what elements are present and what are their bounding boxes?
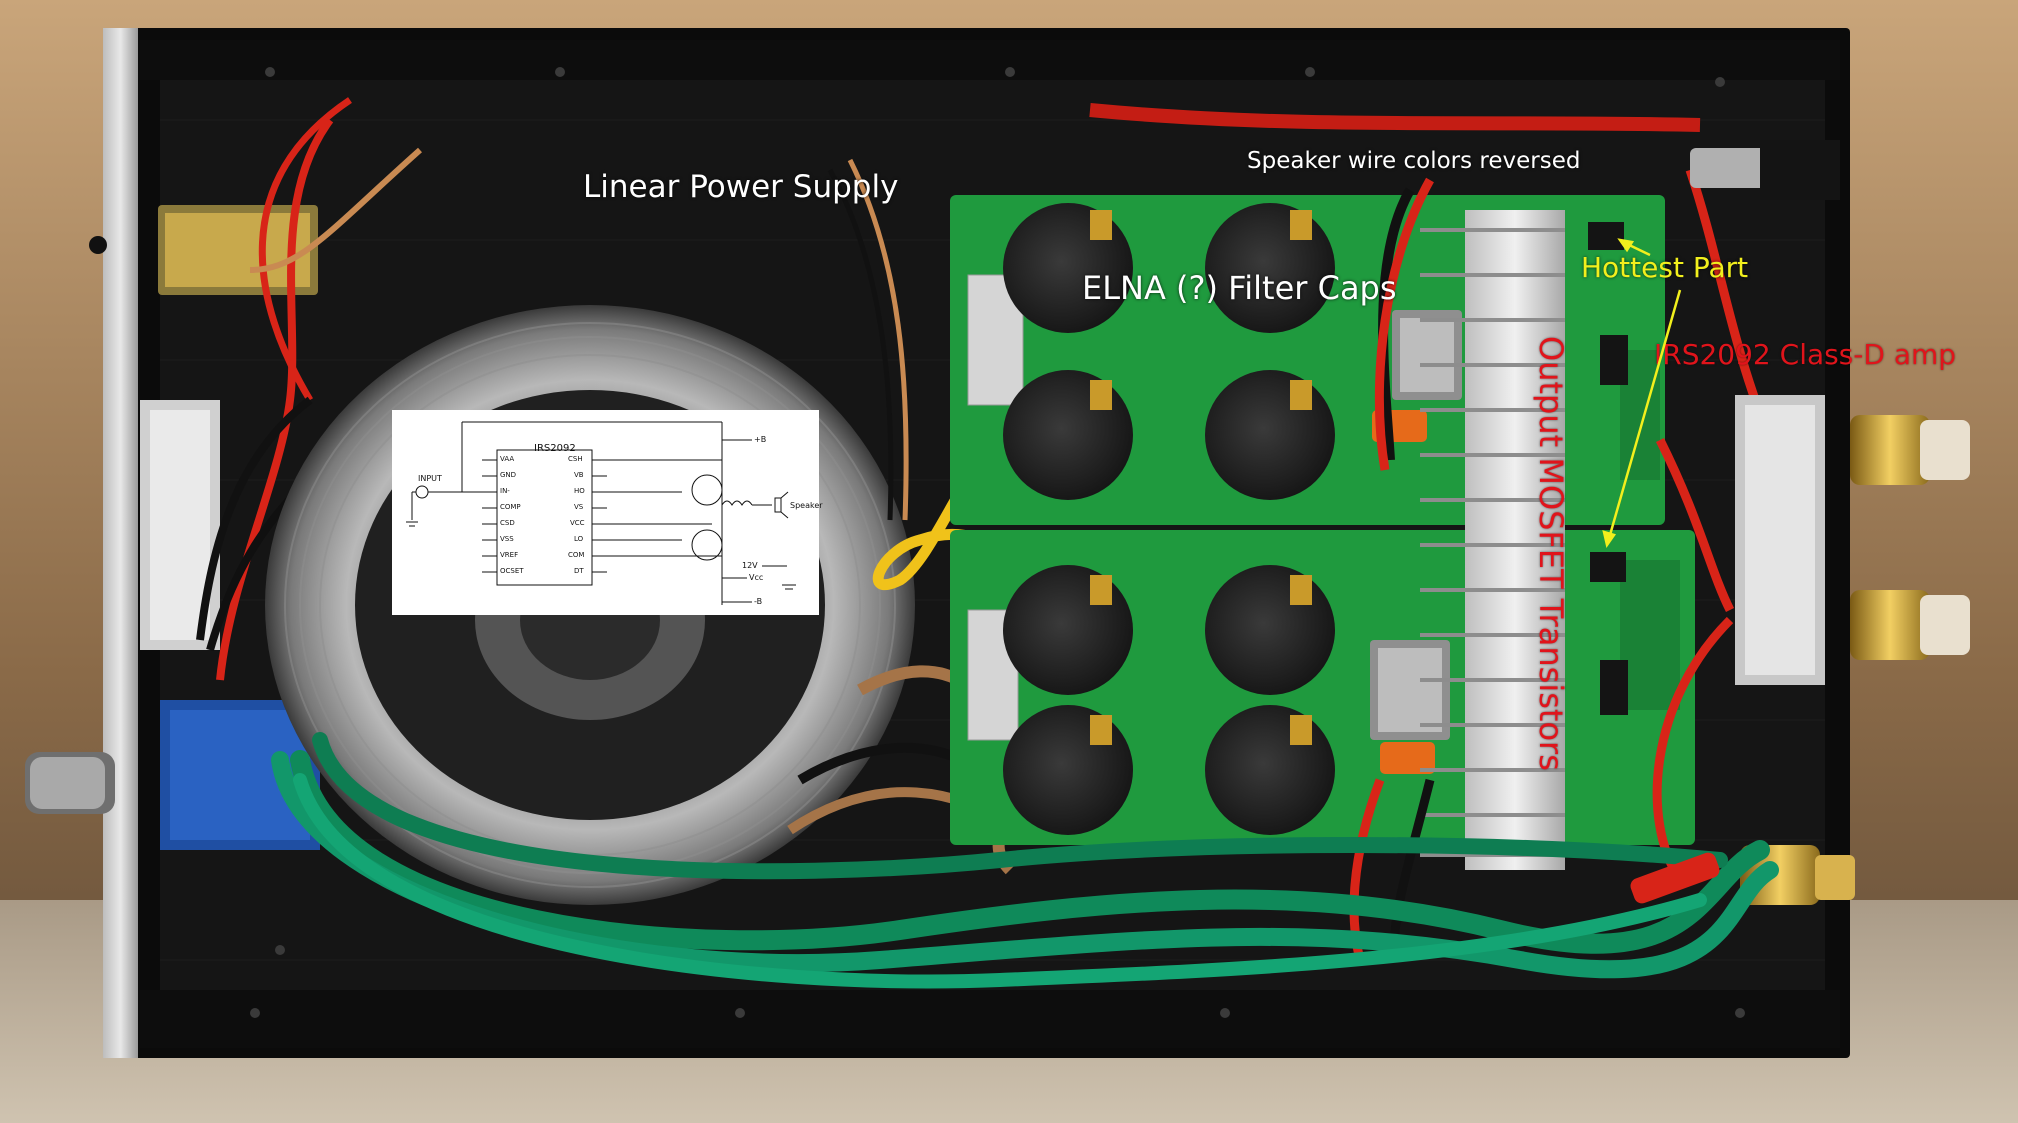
pin-label: VCC <box>570 519 585 527</box>
schematic-minus-b-label: -B <box>754 597 763 606</box>
hottest-part-label: Hottest Part <box>1581 251 1749 284</box>
pin-label: LO <box>574 535 584 543</box>
pin-label: GND <box>500 471 517 479</box>
pin-label: COM <box>568 551 585 559</box>
schematic-input-label: INPUT <box>418 474 442 483</box>
pin-label: COMP <box>500 503 521 511</box>
pin-label: IN- <box>500 487 510 495</box>
pin-label: VREF <box>500 551 519 559</box>
pin-label: VB <box>574 471 584 479</box>
output-mosfet-label: Output MOSFET Transistors <box>1532 336 1570 771</box>
pin-label: HO <box>574 487 585 495</box>
pin-label: DT <box>574 567 584 575</box>
schematic-drawing <box>406 421 796 605</box>
schematic-plus-b-label: +B <box>754 435 767 444</box>
pin-label: CSH <box>568 455 583 463</box>
front-panel <box>103 28 138 1058</box>
schematic-vcc-label: Vcc <box>749 573 764 582</box>
filter-caps-label: ELNA (?) Filter Caps <box>1082 269 1397 307</box>
schematic-12v-label: 12V <box>742 561 758 570</box>
schematic-speaker-label: Speaker <box>790 501 823 510</box>
linear-power-supply-label: Linear Power Supply <box>583 169 899 205</box>
pin-label: CSD <box>500 519 515 527</box>
speaker-wire-label: Speaker wire colors reversed <box>1247 148 1581 174</box>
pin-label: VSS <box>500 535 514 543</box>
irs2092-schematic-inset: IRS2092 VAA GND IN- COMP CSD VSS VREF OC… <box>392 410 823 615</box>
pin-label: VAA <box>500 455 515 463</box>
pin-label: OCSET <box>500 567 524 575</box>
pin-label: VS <box>574 503 584 511</box>
irs2092-amp-label: IRS2092 Class-D amp <box>1654 338 1957 371</box>
schematic-ic-name: IRS2092 <box>534 443 576 454</box>
